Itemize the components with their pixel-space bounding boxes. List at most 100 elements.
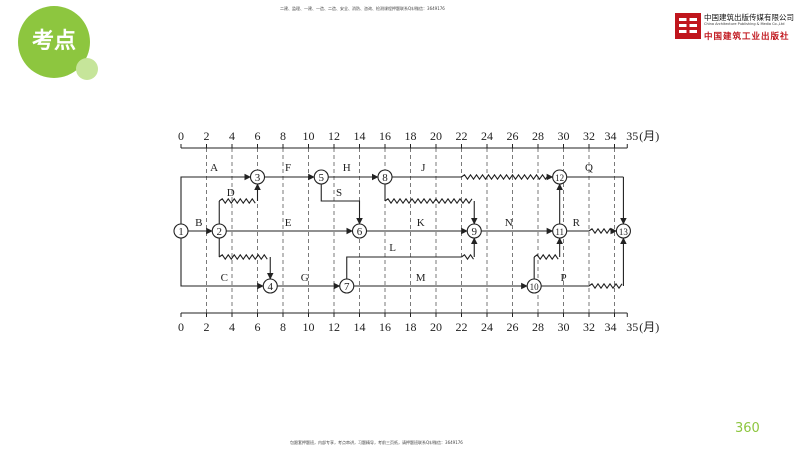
activity-label-E: E [285,217,292,229]
node-4 [262,278,278,294]
activity-label-P: P [560,272,566,284]
bottom-tick-label: 22 [456,320,468,334]
activity-label-A: A [210,162,218,174]
top-tick-label: 20 [430,129,442,143]
top-tick-label: 6 [255,129,261,143]
node-13 [615,223,631,239]
bottom-tick-label: 0 [178,320,184,334]
node-label-4: 4 [268,281,274,293]
page-number: 360 [735,421,760,436]
node-label-9: 9 [472,226,478,238]
node-8 [377,169,393,185]
bottom-tick-label: 12 [328,320,340,334]
arrow-L [346,256,462,279]
free-float-wave [218,197,256,205]
publisher-logo: 中国建筑出版传媒有限公司 China Architecture Publishi… [674,10,794,46]
activity-label-S: S [336,187,342,199]
node-1 [173,223,189,239]
arrow-C [180,238,264,290]
bottom-tick-label: 28 [532,320,544,334]
top-tick-label: 4 [229,129,235,143]
bottom-tick-label: 4 [229,320,235,334]
publisher-emblem-icon [675,13,701,39]
topic-badge: 考点 [18,6,102,90]
node-label-10: 10 [530,282,540,292]
node-5 [313,169,329,185]
activity-label-J: J [421,162,426,174]
activity-label-R: R [573,217,581,229]
activity-label-Q: Q [585,162,593,174]
bottom-tick-label: 35 [626,320,638,334]
free-float-wave [461,253,474,261]
node-label-7: 7 [344,281,350,293]
free-float-wave [588,227,614,235]
node-label-8: 8 [382,172,388,184]
activity-label-D: D [227,187,235,199]
bottom-tick-label: 20 [430,320,442,334]
activity-label-F: F [285,162,291,174]
node-12 [552,169,568,185]
node-label-3: 3 [255,172,261,184]
node-3 [249,169,266,185]
top-tick-label: 14 [354,129,366,143]
top-tick-label: 22 [456,129,468,143]
footer-note: 包跟套押题班，内部专享，考点串讲，习题精导，考前三页纸，请押题班联系Q$/微信：… [290,440,463,445]
top-tick-label: 28 [532,129,544,143]
node-9 [466,223,482,239]
free-float-wave [461,173,549,181]
bottom-tick-label: 8 [280,320,286,334]
bottom-tick-label: 16 [379,320,391,334]
activity-label-N: N [505,217,513,229]
bottom-tick-label: 2 [204,320,210,334]
node-label-11: 11 [555,227,564,237]
activity-label-B: B [195,217,202,229]
free-float-wave [533,253,559,261]
bottom-time-unit: (月) [639,320,659,334]
node-label-5: 5 [319,172,325,184]
publisher-name-en: China Architecture Publishing & Media Co… [704,22,785,26]
activity-label-M: M [416,272,426,284]
activity-label-C: C [221,272,228,284]
free-float-wave [588,282,623,290]
top-tick-label: 26 [507,129,519,143]
top-time-unit: (月) [639,129,659,143]
bottom-tick-label: 10 [303,320,315,334]
bottom-tick-label: 34 [605,320,617,334]
node-label-6: 6 [357,226,363,238]
node-label-1: 1 [178,226,184,238]
bottom-tick-label: 26 [507,320,519,334]
node-7 [339,278,355,294]
bottom-tick-label: 6 [255,320,261,334]
node-2 [211,223,227,239]
top-tick-label: 12 [328,129,340,143]
top-tick-label: 24 [481,129,493,143]
bottom-tick-label: 24 [481,320,493,334]
activity-label-K: K [417,217,425,229]
bottom-tick-label: 32 [583,320,595,334]
header-note: 二建、监理、一建、一造、二造、安全、消防、咨询、检测课程押题联系Q$/微信：36… [280,6,445,11]
node-6 [351,223,368,239]
free-float-wave [218,253,268,261]
badge-dot [76,58,98,80]
free-float-wave [384,197,473,205]
bottom-tick-label: 30 [558,320,570,334]
top-tick-label: 32 [583,129,595,143]
publisher-name-cn: 中国建筑出版传媒有限公司 [704,13,794,22]
publisher-brand: 中国建筑工业出版社 [704,32,790,42]
badge-label: 考点 [31,29,76,54]
node-11 [552,223,568,239]
arrow-A [180,173,252,224]
node-label-2: 2 [217,226,223,238]
bottom-tick-label: 18 [405,320,417,334]
node-10 [526,278,542,294]
top-tick-label: 10 [303,129,315,143]
activity-label-G: G [301,272,309,284]
top-tick-label: 0 [178,129,184,143]
node-label-12: 12 [555,173,564,183]
bottom-tick-label: 14 [354,320,366,334]
top-tick-label: 18 [405,129,417,143]
top-tick-label: 34 [605,129,617,143]
activity-label-H: H [343,162,351,174]
top-tick-label: 16 [379,129,391,143]
